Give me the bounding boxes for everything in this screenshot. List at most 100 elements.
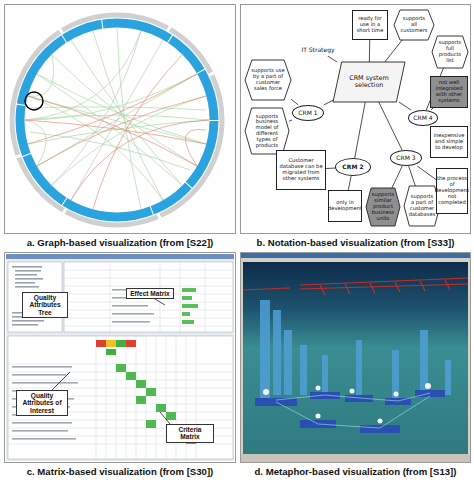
status-bar — [241, 454, 470, 462]
title-bar — [241, 253, 470, 258]
connector — [417, 166, 436, 180]
shape-polygon — [394, 10, 434, 40]
connector — [324, 100, 333, 105]
shape-polygon — [366, 188, 400, 226]
note-box: IT Strategy — [300, 44, 336, 56]
node-text: only in development — [328, 200, 362, 212]
shape-polygon — [432, 36, 468, 68]
callout-label: Effect Matrix — [126, 288, 174, 299]
connector — [431, 108, 433, 110]
node-text: supports all customers — [399, 16, 429, 33]
node-text: not well integrated with other systems — [433, 80, 465, 103]
red-bridge — [243, 278, 468, 295]
node-text: CRM 2 — [342, 164, 363, 171]
note-box: the process of development not completed — [436, 168, 468, 214]
window-bg — [6, 254, 234, 461]
matrix-screenshot — [6, 254, 234, 461]
connector — [379, 102, 402, 150]
connector — [326, 168, 335, 170]
green-links — [25, 28, 209, 209]
note-box: not well integrated with other systems — [430, 76, 468, 108]
node-text: CRM 4 — [413, 115, 432, 122]
node-ring — [20, 23, 214, 217]
connector — [291, 99, 298, 105]
property-hexagon: supports all customers — [394, 10, 434, 40]
callout-label: Criteria Matrix — [166, 424, 214, 443]
connector-line — [291, 99, 298, 105]
connector — [355, 102, 366, 158]
property-hexagon: supports similar product business units — [366, 188, 400, 226]
connector — [399, 102, 411, 110]
node-text: supports use by a part of customer sales… — [250, 68, 286, 91]
node-text: CRM 1 — [298, 110, 317, 117]
connector-line — [328, 56, 338, 62]
effect-bars — [182, 288, 198, 324]
table-grid — [64, 262, 233, 332]
graph-curves — [25, 28, 209, 209]
node-text: Customer database can be migrated from o… — [279, 158, 323, 181]
goal-parallelogram: CRM system selection — [333, 62, 405, 102]
shape-polygon — [245, 108, 289, 154]
node-text: ready for use in a short time — [355, 16, 385, 33]
node-text: supports business model of different typ… — [250, 114, 284, 149]
platforms — [255, 390, 445, 433]
connector — [409, 166, 416, 186]
property-hexagon: supports full products list — [432, 36, 468, 68]
node-text: IT Strategy — [301, 47, 334, 54]
connector-line — [417, 166, 436, 180]
connector-line — [431, 108, 433, 110]
alternative-oval: CRM 2 — [335, 158, 371, 176]
note-box: inexpensive and simple to develop — [430, 126, 468, 158]
grey-links — [52, 31, 163, 200]
node-text: CRM system selection — [343, 75, 395, 89]
criteria-text — [12, 366, 78, 440]
group-ring — [12, 15, 222, 225]
subfigure-caption: b. Notation-based visualization (from [S… — [240, 237, 471, 248]
spheres — [263, 383, 431, 424]
criteria-pane — [8, 336, 233, 459]
callout-label: Quality Attributes of Interest — [16, 390, 68, 416]
alternative-oval: CRM 3 — [390, 150, 422, 166]
connector — [328, 56, 338, 62]
alternative-oval: CRM 4 — [408, 110, 438, 126]
callout-label: Quality Attributes Tree — [22, 292, 68, 318]
connector-line — [324, 100, 333, 105]
node-text: inexpensive and simple to develop — [433, 133, 465, 150]
scene — [243, 262, 468, 454]
node-text: supports a part of customer databases — [409, 194, 436, 217]
connector — [369, 40, 370, 62]
shape-polygon — [333, 62, 405, 102]
connector-line — [399, 102, 411, 110]
connector-line — [369, 40, 370, 62]
connector-line — [326, 168, 335, 170]
property-hexagon: supports business model of different typ… — [245, 108, 289, 154]
node-text: CRM 3 — [396, 155, 415, 162]
connector-line — [409, 166, 416, 186]
window-frame — [241, 253, 470, 462]
alternative-oval: CRM 1 — [292, 105, 324, 121]
criteria-grid — [8, 336, 233, 459]
connector-line — [392, 166, 402, 188]
links — [276, 393, 430, 428]
highlight-circle — [25, 92, 43, 110]
node-text: supports similar product business units — [371, 192, 395, 221]
subfigure-caption: d. Metaphor-based visualization (from [S… — [240, 466, 471, 477]
node-text: supports full products list — [437, 40, 463, 63]
connector-line — [385, 40, 402, 62]
ring-gaps — [20, 23, 214, 217]
title-bar — [6, 254, 234, 259]
note-box: only in development — [328, 190, 362, 222]
blue-towers — [260, 300, 451, 400]
note-box: Customer database can be migrated from o… — [276, 150, 326, 190]
connector-line — [379, 102, 402, 150]
red-links — [25, 55, 209, 209]
connector-line — [289, 120, 292, 121]
callout-leaders — [50, 296, 170, 424]
connector — [392, 166, 402, 188]
subfigure-caption: a. Graph-based visualization (from [S22]… — [4, 237, 236, 248]
effect-table — [64, 262, 233, 332]
note-box: ready for use in a short time — [352, 10, 388, 40]
subfigure-caption: c. Matrix-based visualization (from [S30… — [4, 466, 236, 477]
connector — [348, 176, 351, 190]
property-hexagon: supports use by a part of customer sales… — [245, 60, 291, 100]
